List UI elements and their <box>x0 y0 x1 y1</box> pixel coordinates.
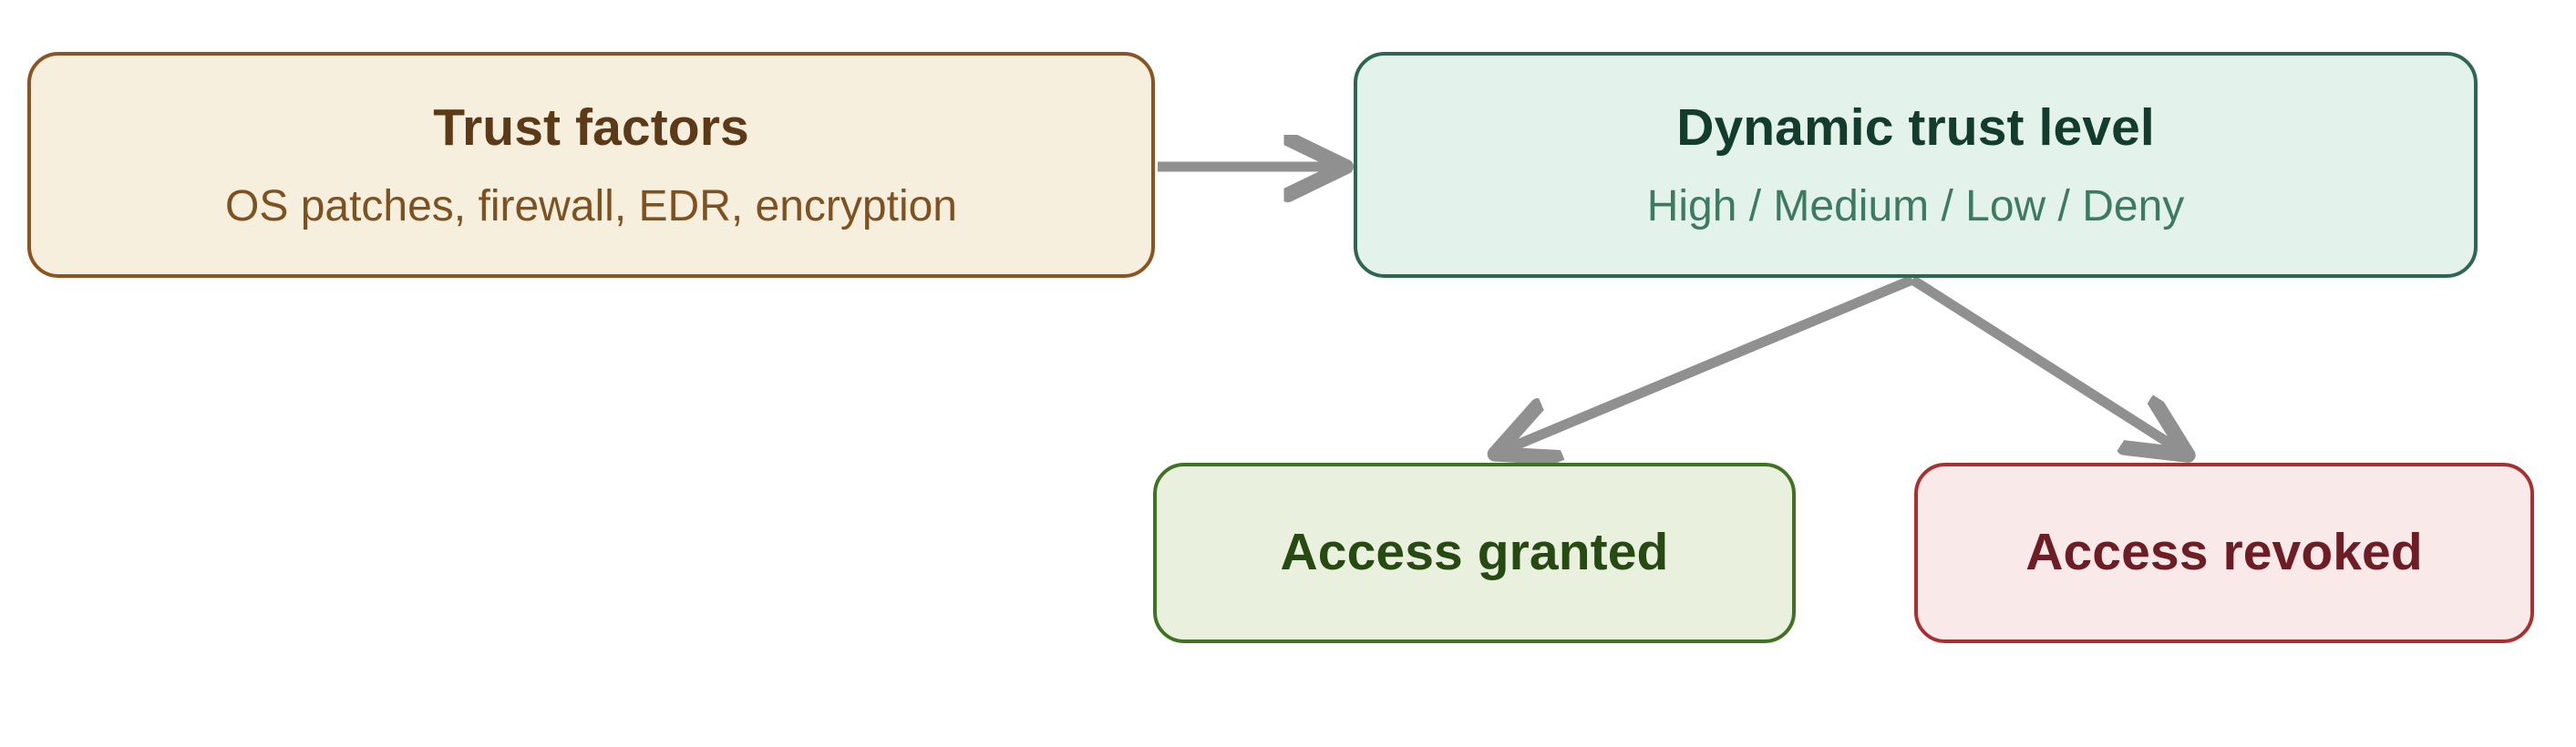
node-dynamic-trust-level-subtitle: High / Medium / Low / Deny <box>1646 182 2185 231</box>
node-access-revoked[interactable]: Access revoked <box>1914 463 2534 643</box>
node-trust-factors-subtitle: OS patches, firewall, EDR, encryption <box>225 182 957 231</box>
node-access-revoked-title: Access revoked <box>2025 523 2423 582</box>
edge-dynamic-trust-level-to-access-granted <box>1502 274 1915 451</box>
node-access-granted[interactable]: Access granted <box>1153 463 1796 643</box>
node-trust-factors[interactable]: Trust factors OS patches, firewall, EDR,… <box>27 52 1155 278</box>
node-trust-factors-title: Trust factors <box>433 97 749 157</box>
node-dynamic-trust-level[interactable]: Dynamic trust level High / Medium / Low … <box>1354 52 2478 278</box>
node-access-granted-title: Access granted <box>1280 523 1669 582</box>
node-dynamic-trust-level-title: Dynamic trust level <box>1676 97 2155 157</box>
edge-dynamic-trust-level-to-access-revoked <box>1910 275 2181 451</box>
